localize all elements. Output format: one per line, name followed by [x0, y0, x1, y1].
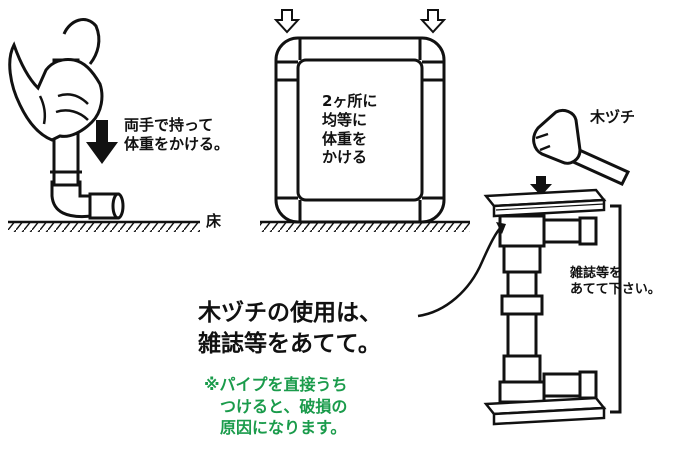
down-arrow-icon: [86, 120, 118, 164]
elbow-fitting: [50, 180, 94, 219]
panel-mallet: [417, 108, 631, 426]
curved-pointer-arrow-icon: [417, 225, 503, 318]
floor-label: 床: [206, 212, 222, 230]
down-arrow-icon: [419, 9, 447, 34]
hands-instruction-label: 両手で持って 体重をかける。: [124, 116, 230, 153]
two-points-label: 2ヶ所に 均等に 体重を かける: [322, 92, 378, 167]
magazine-label: 雑誌等を あてて下さい。: [570, 266, 661, 298]
panel-hand-press: [8, 18, 200, 232]
down-arrow-icon: [273, 9, 301, 34]
panel-frame-press: [260, 9, 470, 232]
floor-hatch: [8, 223, 200, 232]
main-note-label: 木ヅチの使用は、 雑誌等をあてて。: [198, 300, 382, 358]
bracket-line: [610, 204, 622, 414]
warning-label: ※パイプを直接うち つけると、破損の 原因になります。: [204, 375, 348, 438]
wooden-mallet-icon: [532, 108, 631, 186]
mallet-label: 木ヅチ: [590, 108, 636, 126]
down-arrow-icon: [530, 176, 552, 196]
hand-icon: [8, 41, 104, 142]
